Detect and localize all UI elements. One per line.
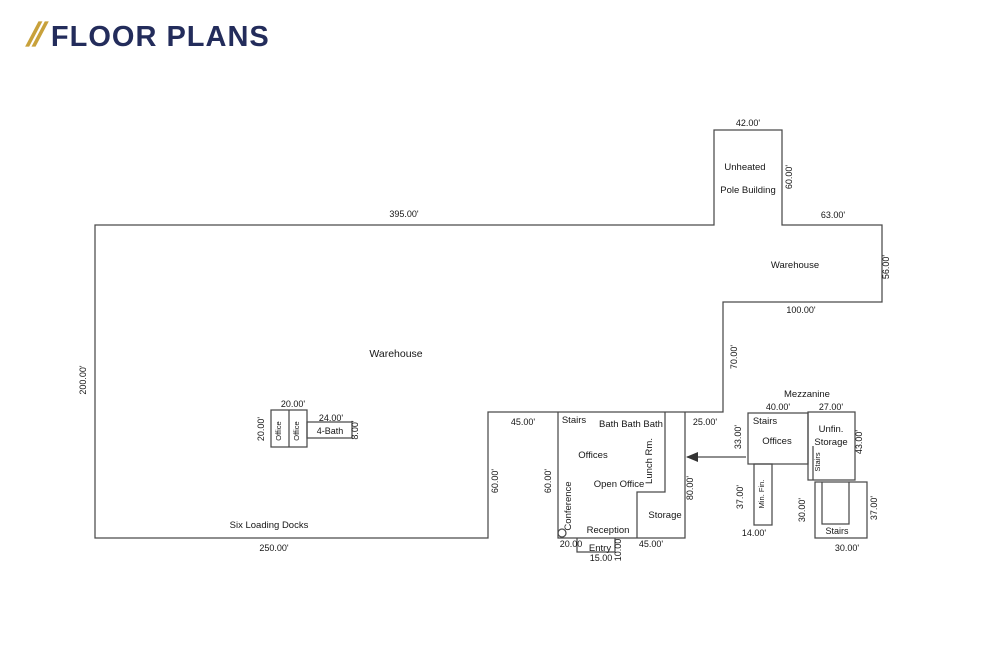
storage-divider bbox=[636, 412, 666, 538]
dim-395: 395.00' bbox=[389, 209, 419, 219]
dim-70: 70.00' bbox=[729, 345, 739, 370]
label-mezz-stairs: Stairs bbox=[753, 416, 778, 427]
dim-30-bottom: 30.00' bbox=[835, 543, 860, 553]
br-stairs-channel bbox=[821, 482, 850, 525]
label-open-office: Open Office bbox=[594, 479, 645, 490]
label-unheated: Unheated bbox=[724, 162, 765, 173]
label-four-bath: 4-Bath bbox=[317, 426, 344, 436]
dim-45-top: 45.00' bbox=[511, 417, 536, 427]
dim-60-a: 60.00' bbox=[490, 469, 500, 494]
label-mezz-offices: Offices bbox=[762, 436, 792, 447]
label-stairs-office: Stairs bbox=[562, 415, 587, 426]
label-offices: Offices bbox=[578, 450, 608, 461]
dim-200: 200.00' bbox=[78, 365, 88, 395]
dim-60-pole: 60.00' bbox=[784, 165, 794, 190]
label-office-a: Office bbox=[274, 421, 283, 440]
door-symbol bbox=[557, 528, 567, 538]
label-six-loading-docks: Six Loading Docks bbox=[230, 520, 309, 531]
label-unfin-2: Storage bbox=[814, 437, 847, 448]
dim-30-inner: 30.00' bbox=[797, 498, 807, 523]
label-pole-building: Pole Building bbox=[720, 185, 775, 196]
unfin-storage-box bbox=[807, 411, 856, 481]
dim-10: 10.00 bbox=[613, 539, 623, 562]
dim-27: 27.00' bbox=[819, 402, 844, 412]
label-warehouse-right: Warehouse bbox=[771, 260, 819, 271]
label-reception: Reception bbox=[587, 525, 630, 536]
label-mezzanine: Mezzanine bbox=[784, 389, 830, 400]
page-header: // FLOOR PLANS bbox=[25, 16, 270, 54]
dim-15: 15.00 bbox=[590, 553, 613, 563]
label-lunch-rm: Lunch Rm. bbox=[644, 438, 655, 484]
dim-42: 42.00' bbox=[736, 118, 761, 128]
label-storage: Storage bbox=[648, 510, 681, 521]
label-office-b: Office bbox=[292, 421, 301, 440]
label-warehouse-main: Warehouse bbox=[369, 348, 422, 360]
min-fin-box bbox=[753, 463, 773, 526]
dim-14: 14.00' bbox=[742, 528, 767, 538]
dim-20-entry: 20.00 bbox=[560, 539, 583, 549]
main-building-outline bbox=[94, 129, 883, 539]
dim-33: 33.00' bbox=[733, 425, 743, 450]
dim-25: 25.00' bbox=[693, 417, 718, 427]
dim-8: 8.00' bbox=[350, 420, 360, 440]
dim-100: 100.00' bbox=[786, 305, 816, 315]
label-unfin-1: Unfin. bbox=[819, 424, 844, 435]
label-stairs-br: Stairs bbox=[825, 526, 849, 536]
dim-37-right: 37.00' bbox=[869, 496, 879, 521]
label-conference: Conference bbox=[563, 481, 574, 530]
label-min-fin: Min. Fin. bbox=[757, 480, 766, 509]
dim-24: 24.00' bbox=[319, 413, 344, 423]
label-unfin-stairs: Stairs bbox=[813, 452, 822, 471]
four-bath-box bbox=[306, 421, 353, 439]
left-arrowhead-icon bbox=[686, 452, 698, 462]
dim-56: 56.00' bbox=[881, 255, 891, 280]
dim-63: 63.00' bbox=[821, 210, 846, 220]
dim-80: 80.00' bbox=[685, 476, 695, 501]
dim-45-bottom: 45.00' bbox=[639, 539, 664, 549]
dim-20-top: 20.00' bbox=[281, 399, 306, 409]
dim-37-left: 37.00' bbox=[735, 485, 745, 510]
dim-20-left: 20.00' bbox=[256, 417, 266, 442]
entry-vestibule bbox=[576, 538, 616, 553]
office-block-outline bbox=[557, 412, 686, 539]
page-title: FLOOR PLANS bbox=[50, 21, 270, 53]
br-stairs-box bbox=[814, 481, 868, 539]
label-baths: Bath Bath Bath bbox=[599, 419, 663, 430]
dim-40: 40.00' bbox=[766, 402, 791, 412]
dim-43: 43.00' bbox=[854, 430, 864, 455]
dim-60-b: 60.00' bbox=[543, 469, 553, 494]
dim-250: 250.00' bbox=[259, 543, 289, 553]
label-entry: Entry bbox=[589, 543, 611, 554]
